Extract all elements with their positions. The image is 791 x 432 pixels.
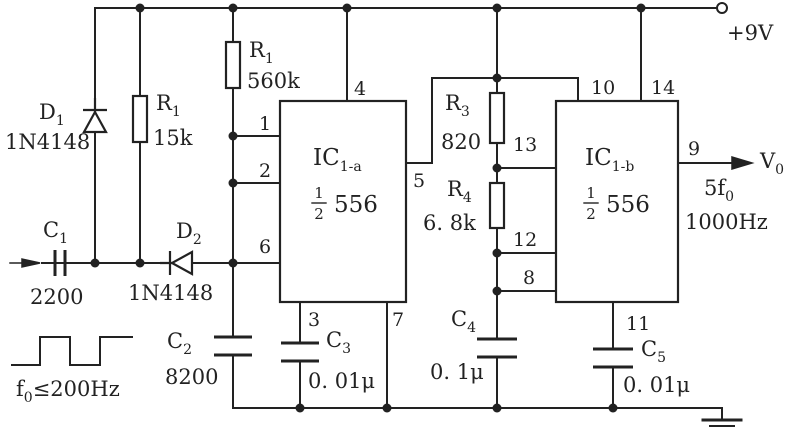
junction-dot — [295, 403, 305, 413]
c1-label: C1 — [43, 218, 68, 247]
resistor-r1-15k — [131, 94, 149, 144]
junction-dot — [135, 3, 145, 13]
resistor-r4 — [488, 181, 506, 230]
ic-b-frac-den: 2 — [586, 205, 596, 223]
junction-dot — [492, 73, 502, 83]
r1-left-value: 15k — [153, 126, 193, 150]
c3-label: C3 — [326, 328, 351, 357]
c2-value: 8200 — [165, 365, 218, 389]
capacitor-c5 — [593, 347, 633, 369]
ic-b-pin-14: 14 — [651, 77, 675, 99]
junction-dot — [342, 3, 352, 13]
output-frequency: 1000Hz — [685, 210, 768, 234]
d1-value: 1N4148 — [5, 130, 90, 154]
resistor-r1-560k — [224, 40, 242, 90]
ic-b-part: 556 — [606, 192, 650, 218]
wires — [41, 7, 743, 422]
input-frequency-condition: f0≤200Hz — [16, 377, 120, 406]
junction-dot — [492, 3, 502, 13]
ic-b-pin-13: 13 — [513, 134, 537, 156]
ic-a-box — [278, 99, 408, 304]
c4-label: C4 — [451, 307, 476, 336]
junction-dot — [228, 131, 238, 141]
r3-label: R3 — [445, 91, 470, 120]
square-wave-icon — [11, 336, 133, 366]
output-label: V0 — [759, 149, 784, 178]
ic-a-frac-num: 1 — [314, 184, 324, 202]
ic-a-pin-3: 3 — [308, 309, 320, 331]
ic-b-pin-12: 12 — [513, 229, 537, 251]
ic-b-pin-10: 10 — [591, 77, 615, 99]
junction-dot — [492, 286, 502, 296]
ic-a-pin-1: 1 — [259, 113, 271, 135]
ic-a-pin-2: 2 — [259, 160, 271, 182]
r4-value: 6. 8k — [423, 211, 476, 235]
capacitor-c2 — [214, 335, 252, 357]
ic-b-name: IC1-b — [585, 145, 634, 175]
r3-value: 820 — [441, 130, 481, 154]
ic-b-pin-9: 9 — [688, 138, 700, 160]
output-freq-multiplier: 5f0 — [704, 176, 734, 205]
junction-dot — [382, 403, 392, 413]
capacitor-c3 — [281, 341, 319, 363]
diode-d2 — [160, 250, 194, 276]
ic-b-pin-11: 11 — [626, 313, 650, 335]
junction-dot — [492, 248, 502, 258]
ic-b-frac-num: 1 — [586, 184, 596, 202]
junction-dot — [492, 163, 502, 173]
junction-dot — [90, 258, 100, 268]
diode-d1 — [82, 98, 108, 134]
supply-terminal — [716, 2, 728, 14]
ic-a-part: 556 — [334, 192, 378, 218]
junction-dot — [492, 403, 502, 413]
output-arrow-icon — [731, 155, 755, 171]
ic-a-pin-7: 7 — [392, 309, 404, 331]
c3-value: 0. 01μ — [308, 369, 375, 393]
ic-a-frac-den: 2 — [314, 205, 324, 223]
junction-dot — [636, 3, 646, 13]
ic-b-pin-8: 8 — [523, 267, 535, 289]
ic-a-name: IC1-a — [313, 145, 362, 175]
junction-dot — [228, 258, 238, 268]
junction-dot — [228, 3, 238, 13]
resistor-r3 — [488, 91, 506, 145]
r4-label: R4 — [447, 177, 472, 206]
capacitor-c4 — [477, 337, 517, 359]
junction-dot — [608, 403, 618, 413]
c1-value: 2200 — [30, 285, 83, 309]
d2-value: 1N4148 — [128, 281, 213, 305]
ic-b-box — [554, 99, 680, 304]
junction-dots — [90, 3, 646, 413]
c4-value: 0. 1μ — [430, 360, 484, 384]
ic-a-pin-5: 5 — [413, 170, 425, 192]
capacitor-c1 — [41, 250, 67, 276]
r1-top-label: R1 — [249, 38, 274, 67]
d2-label: D2 — [176, 219, 202, 248]
supply-label: +9V — [727, 21, 774, 45]
junction-dot — [228, 178, 238, 188]
ic-a-pin-6: 6 — [259, 236, 271, 258]
junction-dot — [135, 258, 145, 268]
r1-top-value: 560k — [247, 69, 300, 93]
r1-left-label: R1 — [156, 91, 181, 120]
c5-label: C5 — [641, 337, 666, 366]
d1-label: D1 — [39, 100, 65, 129]
c5-value: 0. 01μ — [623, 373, 690, 397]
c2-label: C2 — [167, 329, 192, 358]
ic-a-pin-4: 4 — [354, 78, 366, 100]
